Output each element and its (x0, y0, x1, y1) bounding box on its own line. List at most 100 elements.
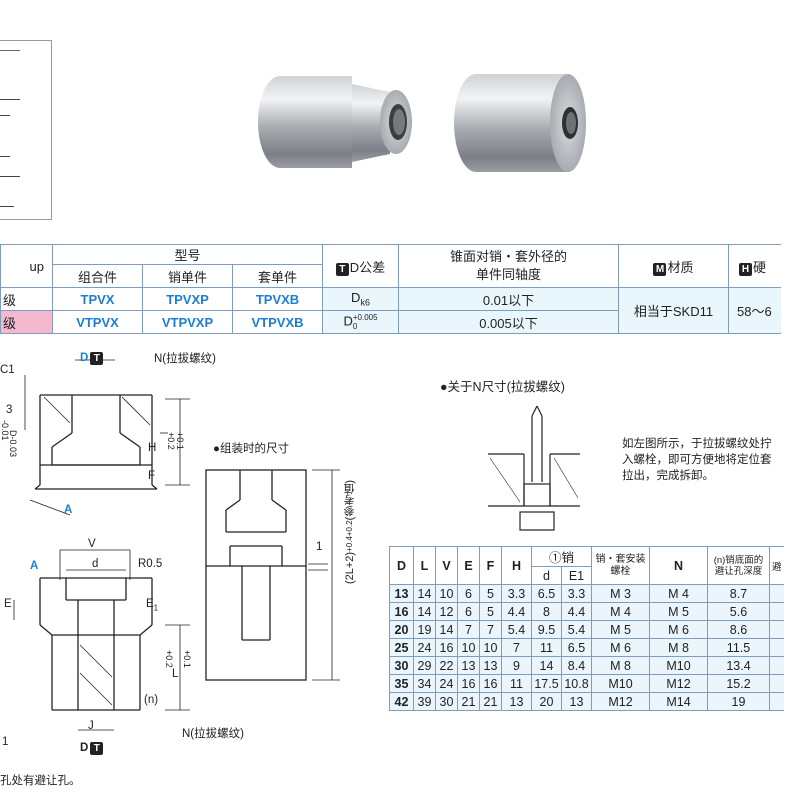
d-tolerance-bottom: D-0.03 (8, 430, 18, 458)
e1-label: E1 (146, 598, 159, 613)
col-pin: ①销 (531, 546, 592, 567)
table-cell: 13 (561, 692, 592, 711)
col-d: D (389, 546, 414, 585)
table-cell: 4.4 (501, 602, 532, 621)
table-cell: 19 (707, 692, 770, 711)
assembly-cell: TPVX (52, 287, 143, 311)
table-cell: 21 (479, 692, 502, 711)
tolerance-icon: T (90, 742, 104, 755)
product-photo (258, 74, 586, 172)
table-cell: 9 (501, 656, 532, 675)
table-cell: 24 (435, 674, 458, 693)
table-cell: 8 (531, 602, 562, 621)
assembly-header: 组合件 (52, 264, 143, 288)
model-header: 型号 (52, 244, 323, 265)
table-cell (768, 584, 784, 603)
table-cell: 11.5 (707, 638, 770, 657)
pin-sleeve-drawing (13, 359, 190, 731)
n-paren-label: (n) (144, 694, 159, 706)
table-cell: M 6 (591, 638, 650, 657)
a-mark-top: A (64, 504, 73, 516)
table-cell (768, 656, 784, 675)
group-header: up (0, 244, 53, 288)
table-cell: M 8 (591, 656, 650, 675)
j-label: J (88, 720, 94, 732)
col-relief-depth: (n)销底面的避让孔深度 (707, 546, 770, 585)
dim-3-label: 3 (6, 404, 13, 416)
table-cell: 39 (413, 692, 436, 711)
n-thread-bottom-label: N(拉拔螺纹) (182, 728, 244, 740)
h-tolerance-top: +0.2 (166, 432, 176, 450)
table-cell: 16 (389, 602, 414, 621)
reference-dim-label: (2L+2)+0.4+0.2(参考值) (344, 480, 356, 585)
table-cell: 24 (413, 638, 436, 657)
l-tolerance-top: +0.2 (164, 650, 174, 668)
table-cell: 10 (435, 584, 458, 603)
table-cell (768, 620, 784, 639)
table-cell: 17.5 (531, 674, 562, 693)
table-cell: M 4 (591, 602, 650, 621)
d-tolerance-top: -0.01 (0, 420, 10, 441)
table-cell: 13 (389, 584, 414, 603)
table-cell: 5.4 (501, 620, 532, 639)
table-cell: 10.8 (561, 674, 592, 693)
table-cell: M 6 (649, 620, 708, 639)
l-tolerance-bottom: +0.1 (182, 650, 192, 668)
table-cell: 13 (457, 656, 480, 675)
tolerance-icon: T (335, 262, 349, 276)
table-cell: 4.4 (561, 602, 592, 621)
assembled-drawing (205, 469, 340, 681)
table-cell: 15.2 (707, 674, 770, 693)
table-cell: M 3 (591, 584, 650, 603)
assembled-title: ●组装时的尺寸 (213, 443, 289, 455)
grade-cell: 级 (0, 310, 53, 334)
v-label: V (88, 538, 96, 550)
table-cell (768, 638, 784, 657)
table-cell: 7 (457, 620, 480, 639)
assembly-cell: VTPVX (52, 310, 143, 334)
table-cell: 19 (413, 620, 436, 639)
table-cell: 3.3 (561, 584, 592, 603)
r05-label: R0.5 (138, 558, 163, 570)
col-bolt: 销・套安装螺栓 (591, 546, 650, 585)
table-cell: 14 (413, 602, 436, 621)
table-cell: 30 (389, 656, 414, 675)
table-cell: M12 (591, 692, 650, 711)
table-cell: M12 (649, 674, 708, 693)
hardness-icon: H (739, 262, 752, 276)
table-cell: M10 (591, 674, 650, 693)
table-cell: 29 (413, 656, 436, 675)
table-cell: 14 (435, 620, 458, 639)
table-cell: 20 (531, 692, 562, 711)
table-cell: 21 (457, 692, 480, 711)
table-cell: 5.6 (707, 602, 770, 621)
table-cell: M14 (649, 692, 708, 711)
table-cell: 3.3 (501, 584, 532, 603)
table-cell: 20 (389, 620, 414, 639)
a-mark-bottom: A (30, 560, 39, 572)
tolerance-icon: T (90, 352, 104, 365)
table-cell: 7 (479, 620, 502, 639)
e-label: E (4, 598, 12, 610)
table-cell (768, 674, 784, 693)
table-cell: 8.6 (707, 620, 770, 639)
table-cell: 16 (479, 674, 502, 693)
table-cell: 34 (413, 674, 436, 693)
table-cell: 16 (457, 674, 480, 693)
pin-cell: TPVXP (142, 287, 233, 311)
pin-header: 销单件 (142, 264, 233, 288)
c1-label: C1 (0, 364, 15, 376)
sleeve-cell: VTPVXB (232, 310, 323, 334)
footnote: 孔处有避让孔。 (0, 775, 81, 787)
table-cell: 10 (479, 638, 502, 657)
col-f: F (479, 546, 502, 585)
